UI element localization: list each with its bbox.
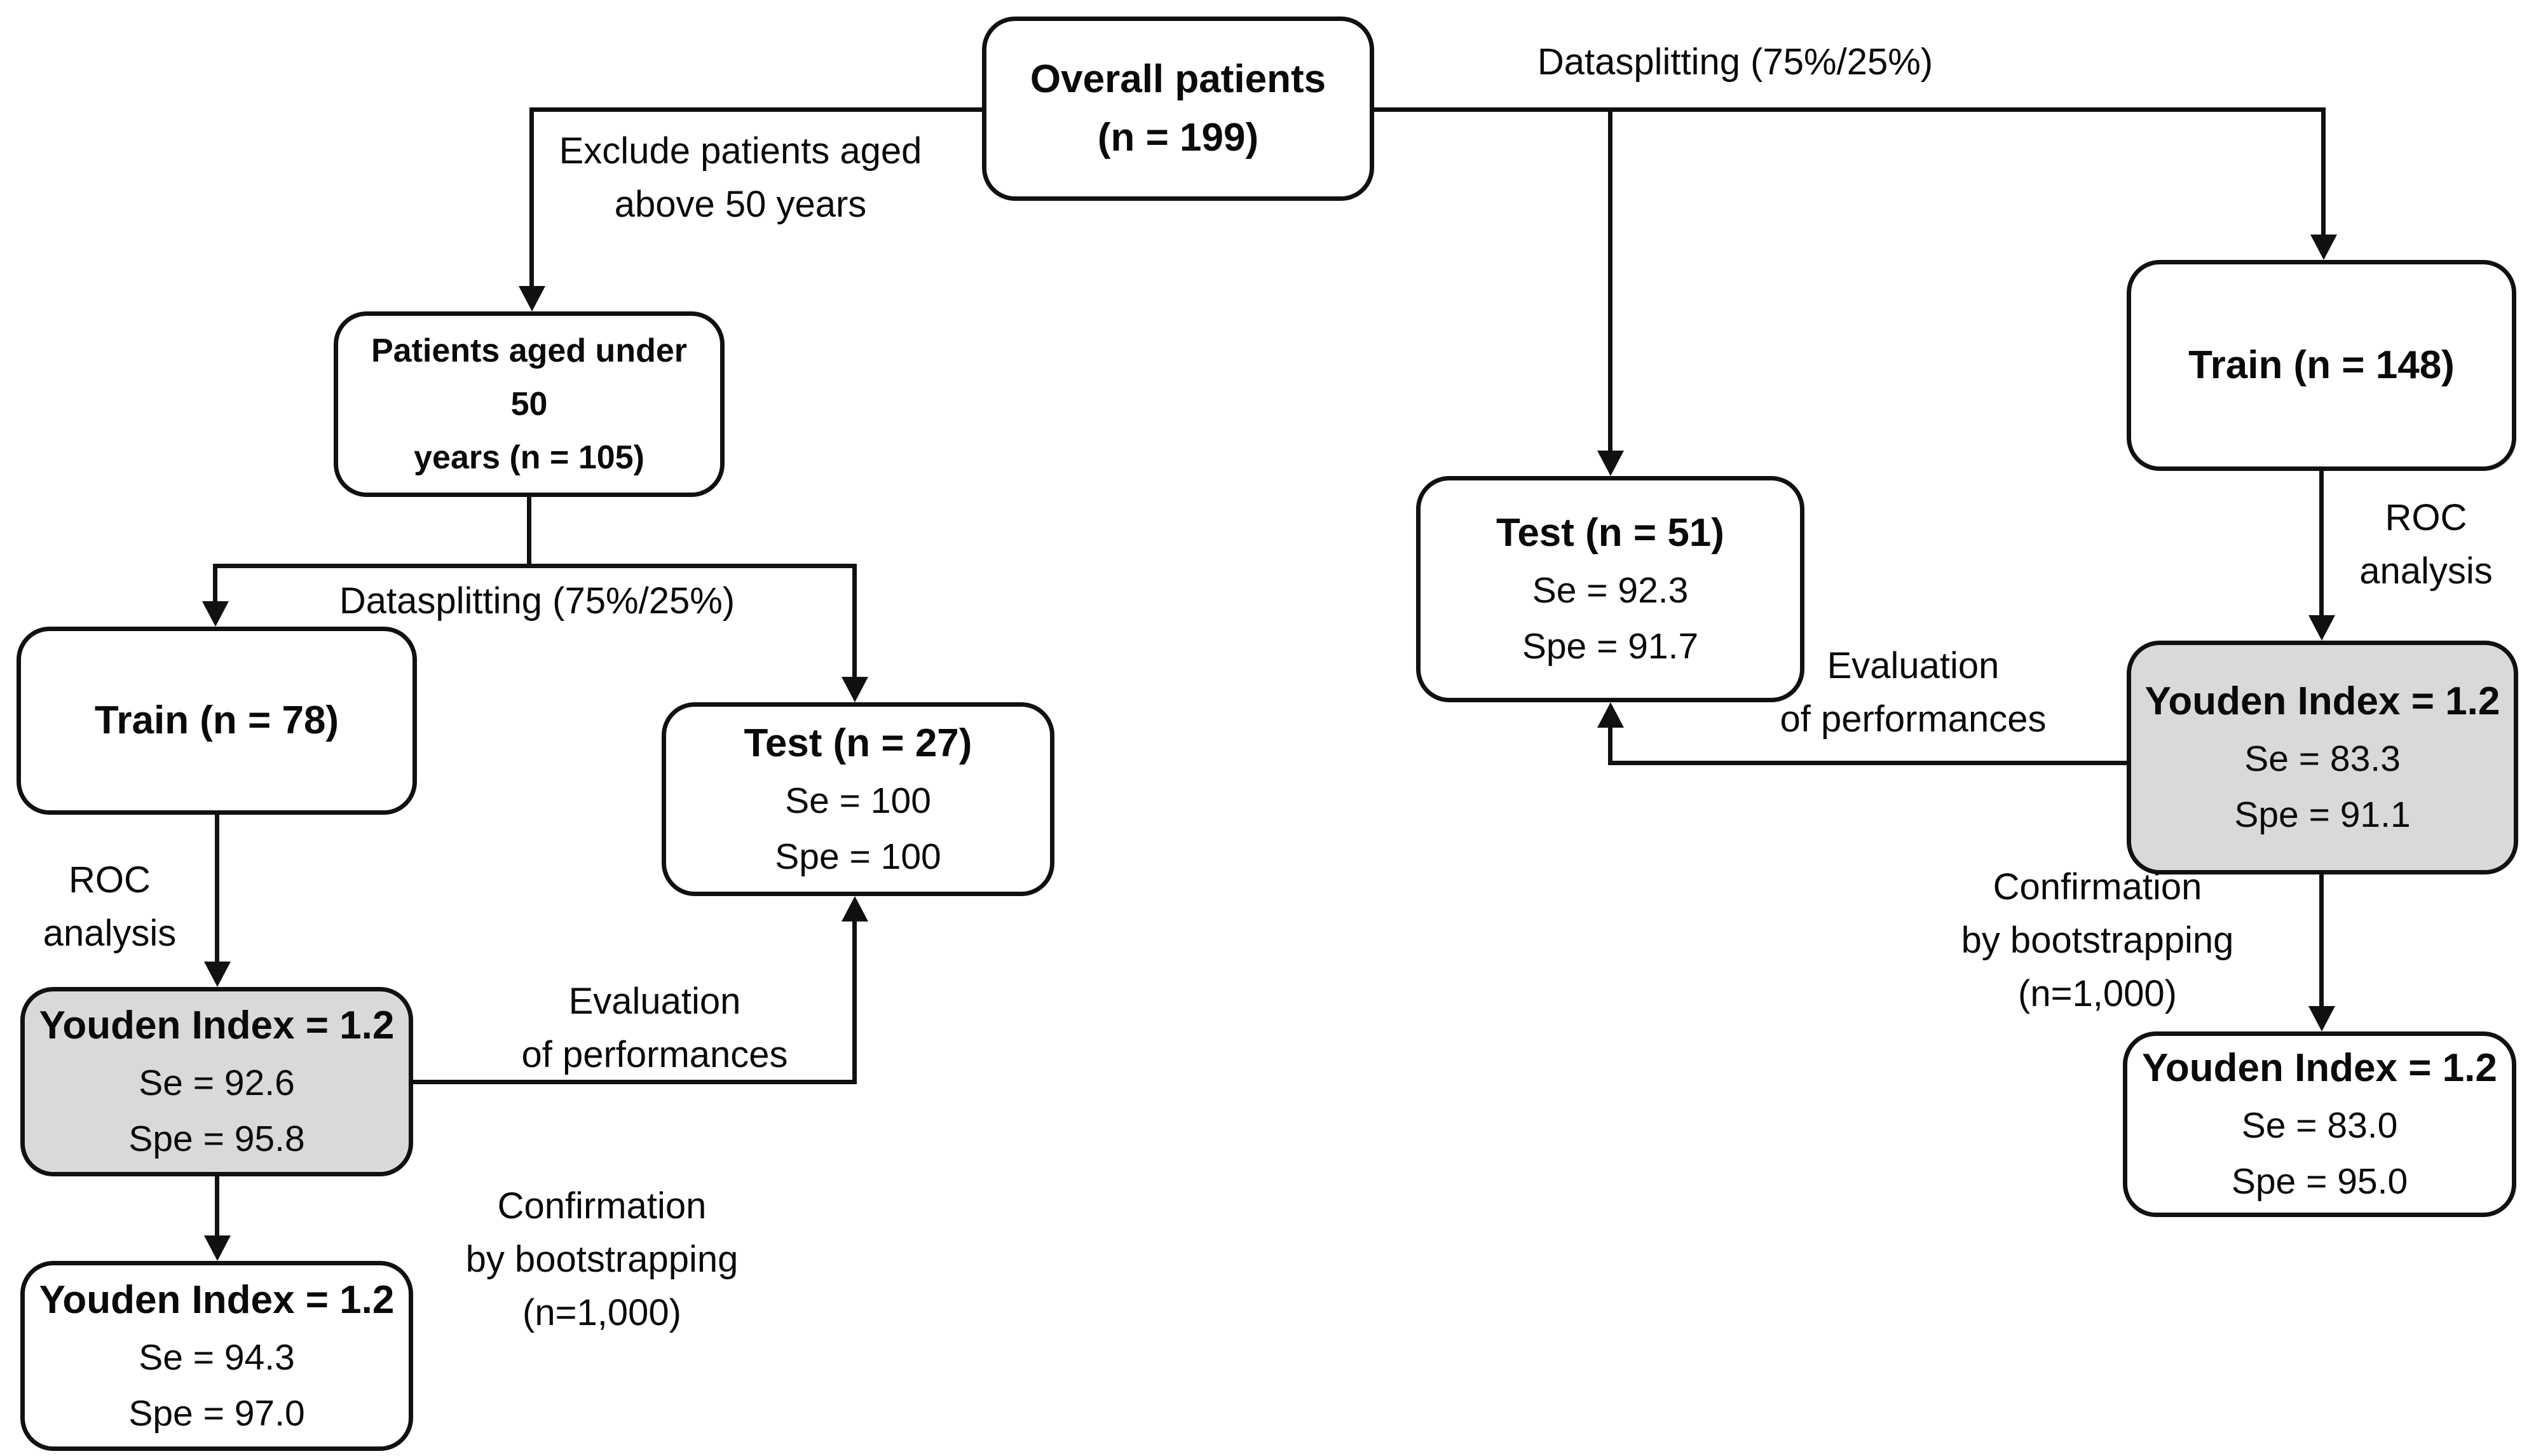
node-overall-patients-title: Overall patients (n = 199) — [1030, 57, 1326, 160]
arrowhead-into-train148 — [2310, 235, 2337, 260]
node-youden-right-bootstrap-title: Youden Index = 1.2 — [2142, 1046, 2497, 1090]
label-roc-analysis-left: ROC analysis — [43, 859, 177, 954]
node-train-78: Train (n = 78) — [17, 627, 417, 815]
node-youden-left-specificity: Spe = 95.8 — [128, 1119, 305, 1159]
label-exclude-patients: Exclude patients aged above 50 years — [559, 130, 922, 225]
node-youden-left: Youden Index = 1.2 Se = 92.6 Spe = 95.8 — [20, 987, 413, 1176]
node-train-148: Train (n = 148) — [2127, 260, 2516, 471]
connector-eval-right-vertical — [1608, 726, 1612, 765]
node-youden-left-bootstrap-specificity: Spe = 97.0 — [128, 1392, 305, 1434]
node-overall-patients: Overall patients (n = 199) — [982, 17, 1374, 201]
arrowhead-into-under50 — [519, 286, 545, 311]
node-youden-left-bootstrap-sensitivity: Se = 94.3 — [139, 1337, 295, 1378]
label-confirmation-right: Confirmation by bootstrapping (n=1,000) — [1961, 866, 2234, 1014]
label-roc-analysis-right: ROC analysis — [2359, 497, 2493, 592]
node-train-78-title: Train (n = 78) — [94, 698, 339, 742]
connector-youden-left-to-bootstrap — [215, 1176, 219, 1237]
connector-eval-left-horizontal — [413, 1080, 857, 1084]
arrowhead-into-bootstrap-left — [204, 1235, 231, 1261]
connector-exclude-vertical — [529, 107, 534, 287]
label-datasplitting-top: Datasplitting (75%/25%) — [1537, 41, 1933, 83]
node-youden-right-bootstrap-specificity: Spe = 95.0 — [2231, 1161, 2408, 1202]
connector-datasplit-left-branch-train — [213, 564, 217, 602]
node-test-51-specificity: Spe = 91.7 — [1522, 626, 1699, 667]
connector-datasplit-right-branch-train — [2321, 107, 2326, 236]
node-patients-under-50-title: Patients aged under 50 years (n = 105) — [371, 332, 687, 476]
node-youden-right-bootstrap-sensitivity: Se = 83.0 — [2241, 1105, 2398, 1146]
label-evaluation-right: Evaluation of performances — [1780, 645, 2047, 740]
node-youden-right-specificity: Spe = 91.1 — [2234, 794, 2411, 835]
connector-datasplit-left-branch-test — [852, 564, 857, 678]
arrowhead-into-youden-left — [204, 962, 231, 987]
arrowhead-into-train78 — [202, 601, 229, 627]
node-test-51-sensitivity: Se = 92.3 — [1532, 570, 1689, 611]
connector-youden-right-to-bootstrap — [2319, 874, 2324, 1007]
node-test-27-sensitivity: Se = 100 — [785, 780, 931, 821]
connector-datasplit-right-branch-test — [1608, 107, 1612, 452]
node-test-51: Test (n = 51) Se = 92.3 Spe = 91.7 — [1416, 476, 1804, 702]
arrowhead-into-bootstrap-right — [2308, 1006, 2335, 1031]
connector-under50-stem — [527, 497, 531, 566]
arrowhead-into-test27 — [842, 677, 868, 702]
node-test-27-specificity: Spe = 100 — [775, 836, 941, 877]
node-youden-left-title: Youden Index = 1.2 — [39, 1004, 395, 1047]
node-patients-under-50: Patients aged under 50 years (n = 105) — [334, 311, 725, 497]
arrowhead-into-youden-right — [2308, 615, 2335, 641]
connector-train78-to-youden — [215, 815, 219, 963]
arrowhead-into-test51 — [1597, 451, 1624, 476]
node-youden-left-sensitivity: Se = 92.6 — [139, 1063, 295, 1103]
connector-datasplit-right-horizontal — [1374, 107, 2326, 112]
connector-eval-right-horizontal — [1610, 761, 2127, 765]
node-youden-right-bootstrap: Youden Index = 1.2 Se = 83.0 Spe = 95.0 — [2123, 1031, 2516, 1217]
node-youden-right: Youden Index = 1.2 Se = 83.3 Spe = 91.1 — [2127, 641, 2518, 874]
connector-train148-to-youden — [2319, 471, 2324, 616]
node-youden-left-bootstrap: Youden Index = 1.2 Se = 94.3 Spe = 97.0 — [20, 1261, 413, 1451]
connector-exclude-horizontal — [529, 107, 982, 112]
connector-datasplit-left-horizontal — [213, 564, 857, 568]
node-youden-right-sensitivity: Se = 83.3 — [2244, 738, 2401, 779]
node-test-27-title: Test (n = 27) — [744, 721, 972, 765]
node-test-51-title: Test (n = 51) — [1496, 511, 1724, 555]
node-test-27: Test (n = 27) Se = 100 Spe = 100 — [662, 702, 1054, 896]
arrowhead-into-test27-bottom — [842, 896, 868, 922]
node-youden-right-title: Youden Index = 1.2 — [2144, 679, 2500, 723]
node-youden-left-bootstrap-title: Youden Index = 1.2 — [39, 1277, 395, 1322]
arrowhead-into-test51-bottom — [1597, 702, 1624, 728]
label-confirmation-left: Confirmation by bootstrapping (n=1,000) — [465, 1185, 739, 1333]
connector-eval-left-vertical — [852, 920, 857, 1084]
label-evaluation-left: Evaluation of performances — [521, 981, 788, 1075]
label-datasplitting-left: Datasplitting (75%/25%) — [339, 580, 735, 622]
node-train-148-title: Train (n = 148) — [2188, 343, 2455, 387]
